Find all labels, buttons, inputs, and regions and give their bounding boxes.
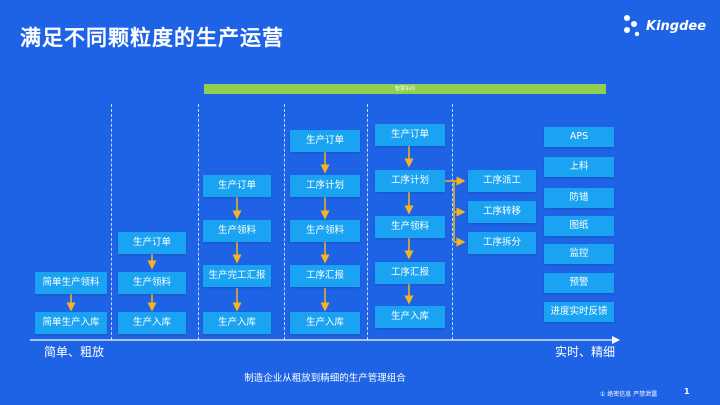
branch-step-box: 工序派工 [468,170,536,192]
capability-box: 监控 [544,244,614,264]
slide-caption: 制造企业从粗放到精细的生产管理组合 [244,373,406,384]
flow-step-box: 工序计划 [375,170,445,192]
column-divider [367,104,368,340]
flow-step-box: 生产入库 [118,312,186,334]
flow-step-box: 简单生产领料 [35,272,107,294]
flow-step-box: 生产领料 [375,216,445,238]
flow-step-box: 生产入库 [203,312,271,334]
column-divider [198,104,199,340]
capability-box: APS [544,127,614,147]
flow-step-box: 生产完工汇报 [203,265,271,287]
smart-workshop-bar: 智慧车间 [204,84,606,94]
flow-step-box: 工序汇报 [290,265,360,287]
flow-step-box: 生产领料 [203,220,271,242]
axis-label-left: 简单、粗放 [44,345,105,359]
flow-step-box: 生产入库 [290,312,360,334]
confidential-notice: ① 绝密信息 严禁泄露 [600,391,658,398]
flow-step-box: 工序汇报 [375,262,445,284]
flow-step-box: 生产领料 [290,220,360,242]
axis-arrowhead [612,336,620,344]
flow-step-box: 生产订单 [118,232,186,254]
flow-step-box: 生产订单 [375,124,445,146]
capability-box: 防错 [544,188,614,208]
column-divider [111,104,112,340]
flow-step-box: 简单生产入库 [35,312,107,334]
capability-box: 上料 [544,157,614,177]
kingdee-logo: Kingdee [620,14,712,42]
column-divider [452,104,453,340]
axis-label-right: 实时、精细 [555,345,616,359]
branch-step-box: 工序转移 [468,201,536,223]
flow-step-box: 生产订单 [290,130,360,152]
kingdee-logo-icon [624,15,640,37]
column-divider [284,104,285,340]
flow-step-box: 生产订单 [203,175,271,197]
flow-step-box: 生产入库 [375,306,445,328]
page-number: 1 [684,387,690,396]
flow-step-box: 工序计划 [290,175,360,197]
flow-step-box: 生产领料 [118,272,186,294]
branch-step-box: 工序拆分 [468,232,536,254]
capability-box: 预警 [544,273,614,293]
capability-box: 图纸 [544,216,614,236]
page-title: 满足不同颗粒度的生产运营 [20,26,284,50]
logo-text: Kingdee [646,19,707,34]
capability-box: 进度实时反馈 [544,302,614,322]
